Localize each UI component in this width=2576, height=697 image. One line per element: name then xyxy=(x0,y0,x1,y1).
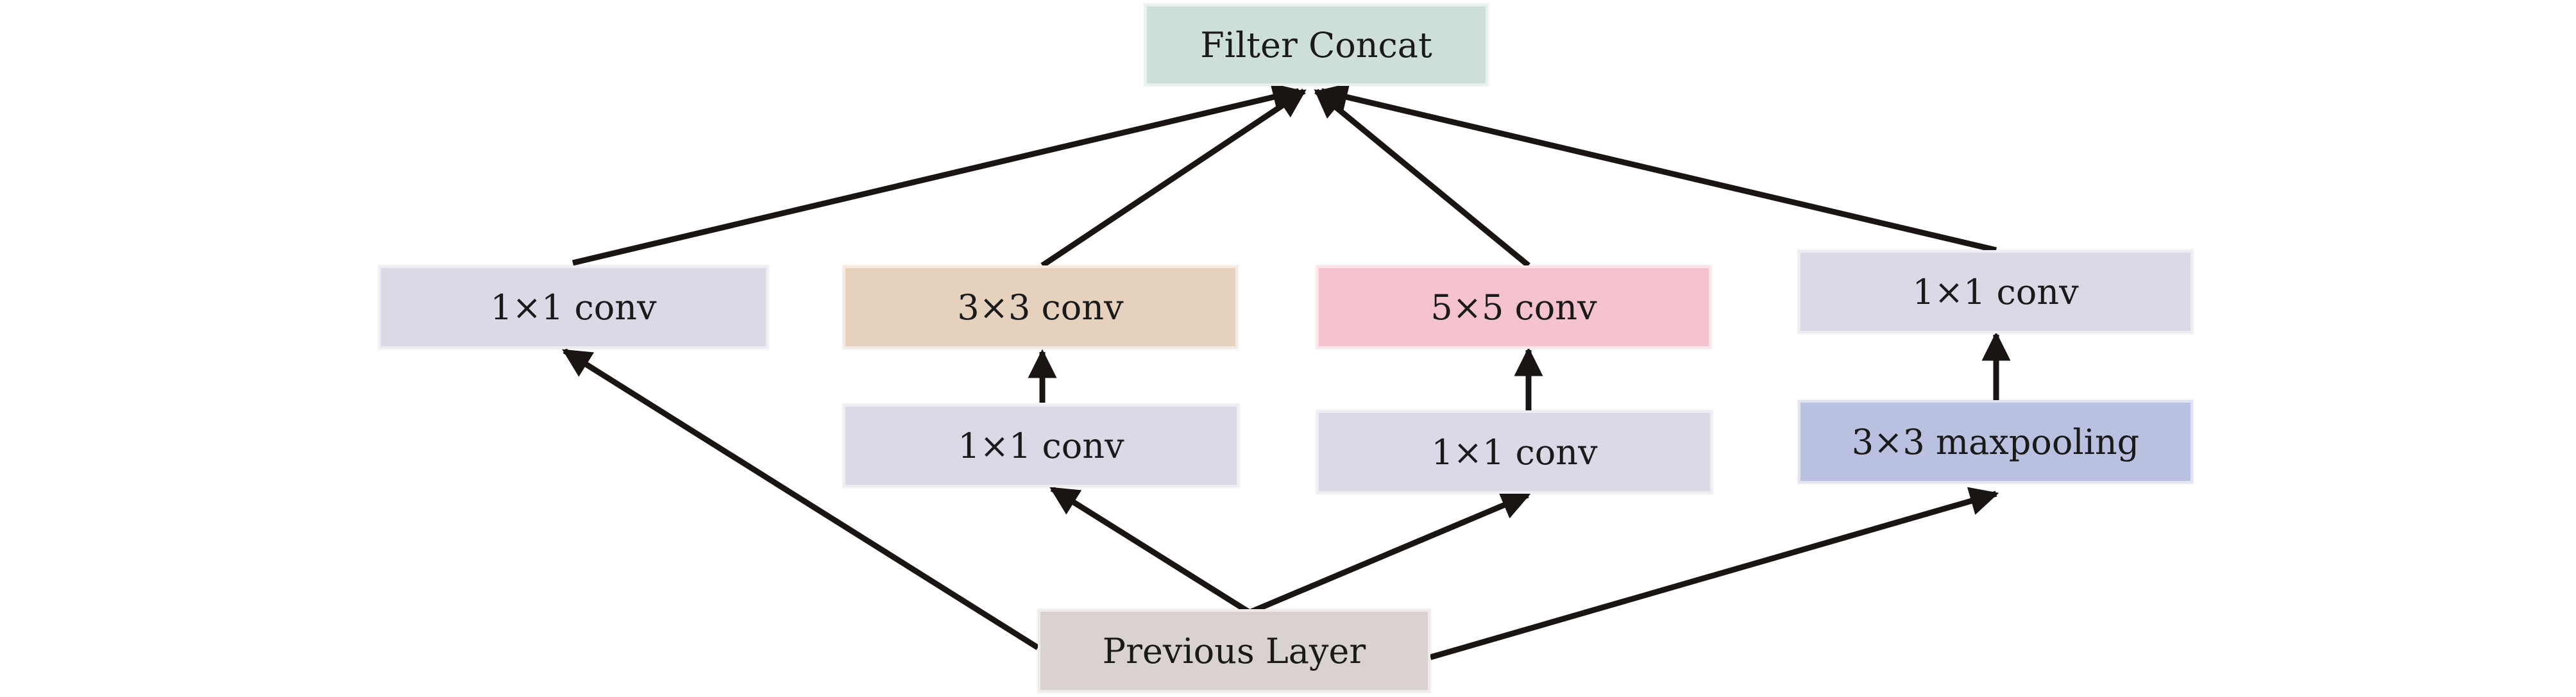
conv-1x1-pool-projection-box: 1×1 conv xyxy=(1798,250,2193,333)
conv-1x1-branch1-box: 1×1 conv xyxy=(378,265,768,349)
conv-3x3-box: 3×3 conv xyxy=(843,265,1238,349)
filter-concat-box: Filter Concat xyxy=(1144,4,1488,86)
arrow-previous-layer-to-conv1x1-b xyxy=(1049,486,1251,615)
arrow-previous-layer-to-maxpool3x3 xyxy=(1429,487,1999,660)
arrow-conv5x5-to-filter-concat xyxy=(1314,88,1530,268)
arrow-previous-layer-to-conv1x1-a xyxy=(562,348,1040,650)
conv-1x1-reduce-5x5-box: 1×1 conv xyxy=(1316,410,1713,494)
arrow-conv1x1-d-to-filter-concat xyxy=(1318,83,1997,253)
maxpooling-3x3-box: 3×3 maxpooling xyxy=(1798,400,2193,483)
arrow-conv3x3-to-filter-concat xyxy=(1040,88,1307,268)
previous-layer-box: Previous Layer xyxy=(1038,609,1430,693)
arrow-previous-layer-to-conv1x1-c xyxy=(1248,492,1531,616)
conv-1x1-reduce-3x3-box: 1×1 conv xyxy=(843,404,1239,487)
conv-5x5-box: 5×5 conv xyxy=(1316,265,1711,349)
arrow-conv1x1-a-to-filter-concat xyxy=(572,83,1302,266)
